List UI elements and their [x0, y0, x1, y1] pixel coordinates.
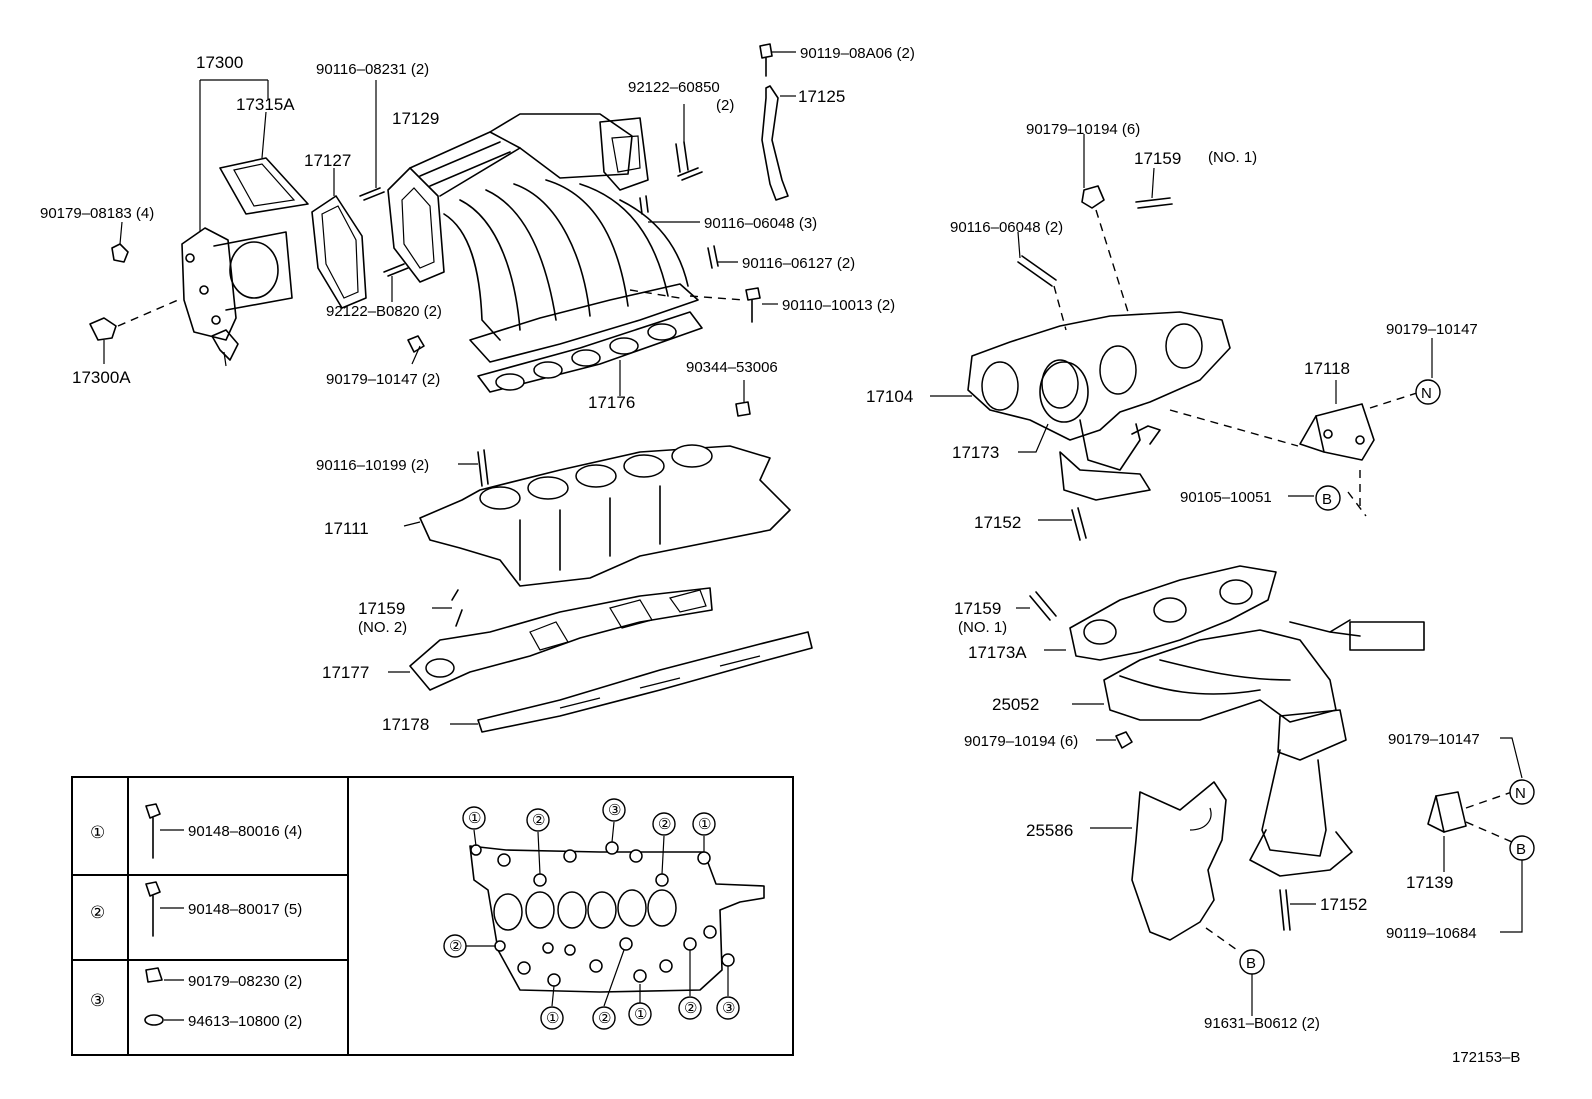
label-90179-10147-top: 90179–10147	[1386, 321, 1478, 338]
table-part-1: 90148–80016 (4)	[188, 823, 302, 840]
label-17159-no1-top: 17159	[1134, 149, 1181, 168]
label-17129: 17129	[392, 109, 439, 128]
seq-bot-1: ①	[546, 1010, 559, 1027]
sequence-numerals: ① ② ③ ② ① ② ① ② ① ② ③	[449, 802, 735, 1027]
label-90116-06048-3: 90116–06048 (3)	[704, 215, 817, 232]
bolts-upper-middle	[629, 43, 796, 417]
seq-bot-2: ②	[598, 1010, 611, 1027]
label-17159-no2: 17159	[358, 599, 405, 618]
label-17125: 17125	[798, 87, 845, 106]
labels: 17300 17315A 90179–08183 (4) 17300A 9011…	[40, 45, 1520, 1066]
label-90179-10194-bot: 90179–10194 (6)	[964, 733, 1078, 750]
table-part-2: 90148–80017 (5)	[188, 901, 302, 918]
gasket-17177	[388, 587, 713, 691]
label-90179-08183: 90179–08183 (4)	[40, 205, 154, 222]
label-91631-B0612: 91631–B0612 (2)	[1204, 1015, 1320, 1032]
label-17159-no1-bot-note: (NO. 1)	[958, 619, 1007, 636]
label-90116-10199: 90116–10199 (2)	[316, 457, 429, 474]
exhaust-manifold-25052	[1016, 565, 1425, 931]
label-17118: 17118	[1304, 359, 1350, 378]
diagram-id: 172153–B	[1452, 1049, 1520, 1066]
seq-bot-4: ②	[684, 1000, 697, 1017]
label-90116-06048-2: 90116–06048 (2)	[950, 219, 1063, 236]
label-90105-10051: 90105–10051	[1180, 489, 1272, 506]
label-90119-08A06: 90119–08A06 (2)	[800, 45, 915, 62]
label-25052: 25052	[992, 695, 1039, 714]
label-17159-no1-bot: 17159	[954, 599, 1001, 618]
seq-top-1: ①	[468, 810, 481, 827]
table-key-2: ②	[90, 903, 105, 922]
seq-left: ②	[449, 938, 462, 955]
label-17152-bot: 17152	[1320, 895, 1367, 914]
label-17173: 17173	[952, 443, 999, 462]
label-90110-10013: 90110–10013 (2)	[782, 297, 895, 314]
intake-plenum	[311, 80, 699, 365]
label-17176: 17176	[588, 393, 635, 412]
callout-B-right: B	[1516, 841, 1526, 858]
label-90119-10684: 90119–10684	[1386, 925, 1477, 942]
throttle-body-assembly	[89, 79, 309, 367]
table-key-3: ③	[90, 991, 105, 1010]
label-92122-60850: 92122–60850	[628, 79, 720, 96]
lower-intake-17111	[403, 444, 791, 587]
label-17173A: 17173A	[968, 643, 1027, 662]
label-25586: 25586	[1026, 821, 1073, 840]
label-17111: 17111	[324, 519, 369, 538]
bracket-17139	[1427, 737, 1535, 933]
bracket-17118	[1288, 338, 1441, 517]
label-17300: 17300	[196, 53, 243, 72]
label-17139: 17139	[1406, 873, 1453, 892]
table-part-3a: 90179–08230 (2)	[188, 973, 302, 990]
label-90179-10147-bot: 90179–10147	[1388, 731, 1480, 748]
label-92122-60850-qty: (2)	[716, 97, 734, 114]
callout-letters: N B N B B	[1246, 385, 1526, 972]
label-17177: 17177	[322, 663, 369, 682]
label-17159-no2-note: (NO. 2)	[358, 619, 407, 636]
seq-top-3: ③	[608, 802, 621, 819]
heat-shield-25586	[1090, 781, 1265, 1016]
gasket-17176	[477, 311, 703, 396]
label-17127: 17127	[304, 151, 351, 170]
label-90116-08231: 90116–08231 (2)	[316, 61, 429, 78]
label-17300A: 17300A	[72, 368, 131, 387]
label-17178: 17178	[382, 715, 429, 734]
callout-N-bot: N	[1515, 785, 1526, 802]
table-part-3b: 94613–10800 (2)	[188, 1013, 302, 1030]
label-17159-no1-top-note: (NO. 1)	[1208, 149, 1257, 166]
tightening-sequence	[443, 798, 765, 1030]
label-17315A: 17315A	[236, 95, 295, 114]
callout-B-shield: B	[1246, 955, 1256, 972]
bolt-table	[71, 776, 794, 1056]
label-92122-B0820: 92122–B0820 (2)	[326, 303, 442, 320]
seq-bot-5: ③	[722, 1000, 735, 1017]
seq-top-4: ②	[658, 816, 671, 833]
label-17104: 17104	[866, 387, 913, 406]
label-90179-10194-top: 90179–10194 (6)	[1026, 121, 1140, 138]
callout-N-top: N	[1421, 385, 1432, 402]
seq-bot-3: ①	[634, 1006, 647, 1023]
callout-B-top: B	[1322, 491, 1332, 508]
seq-top-5: ①	[698, 816, 711, 833]
table-key-1: ①	[90, 823, 105, 842]
exhaust-manifold-17104	[930, 134, 1299, 541]
bolt-table-text: ① 90148–80016 (4) ② 90148–80017 (5) ③ 90…	[90, 823, 302, 1030]
label-90344-53006: 90344–53006	[686, 359, 778, 376]
seq-top-2: ②	[532, 812, 545, 829]
label-90116-06127: 90116–06127 (2)	[742, 255, 855, 272]
label-17152-top: 17152	[974, 513, 1021, 532]
label-90179-10147-2: 90179–10147 (2)	[326, 371, 440, 388]
gasket-17178	[450, 631, 813, 733]
